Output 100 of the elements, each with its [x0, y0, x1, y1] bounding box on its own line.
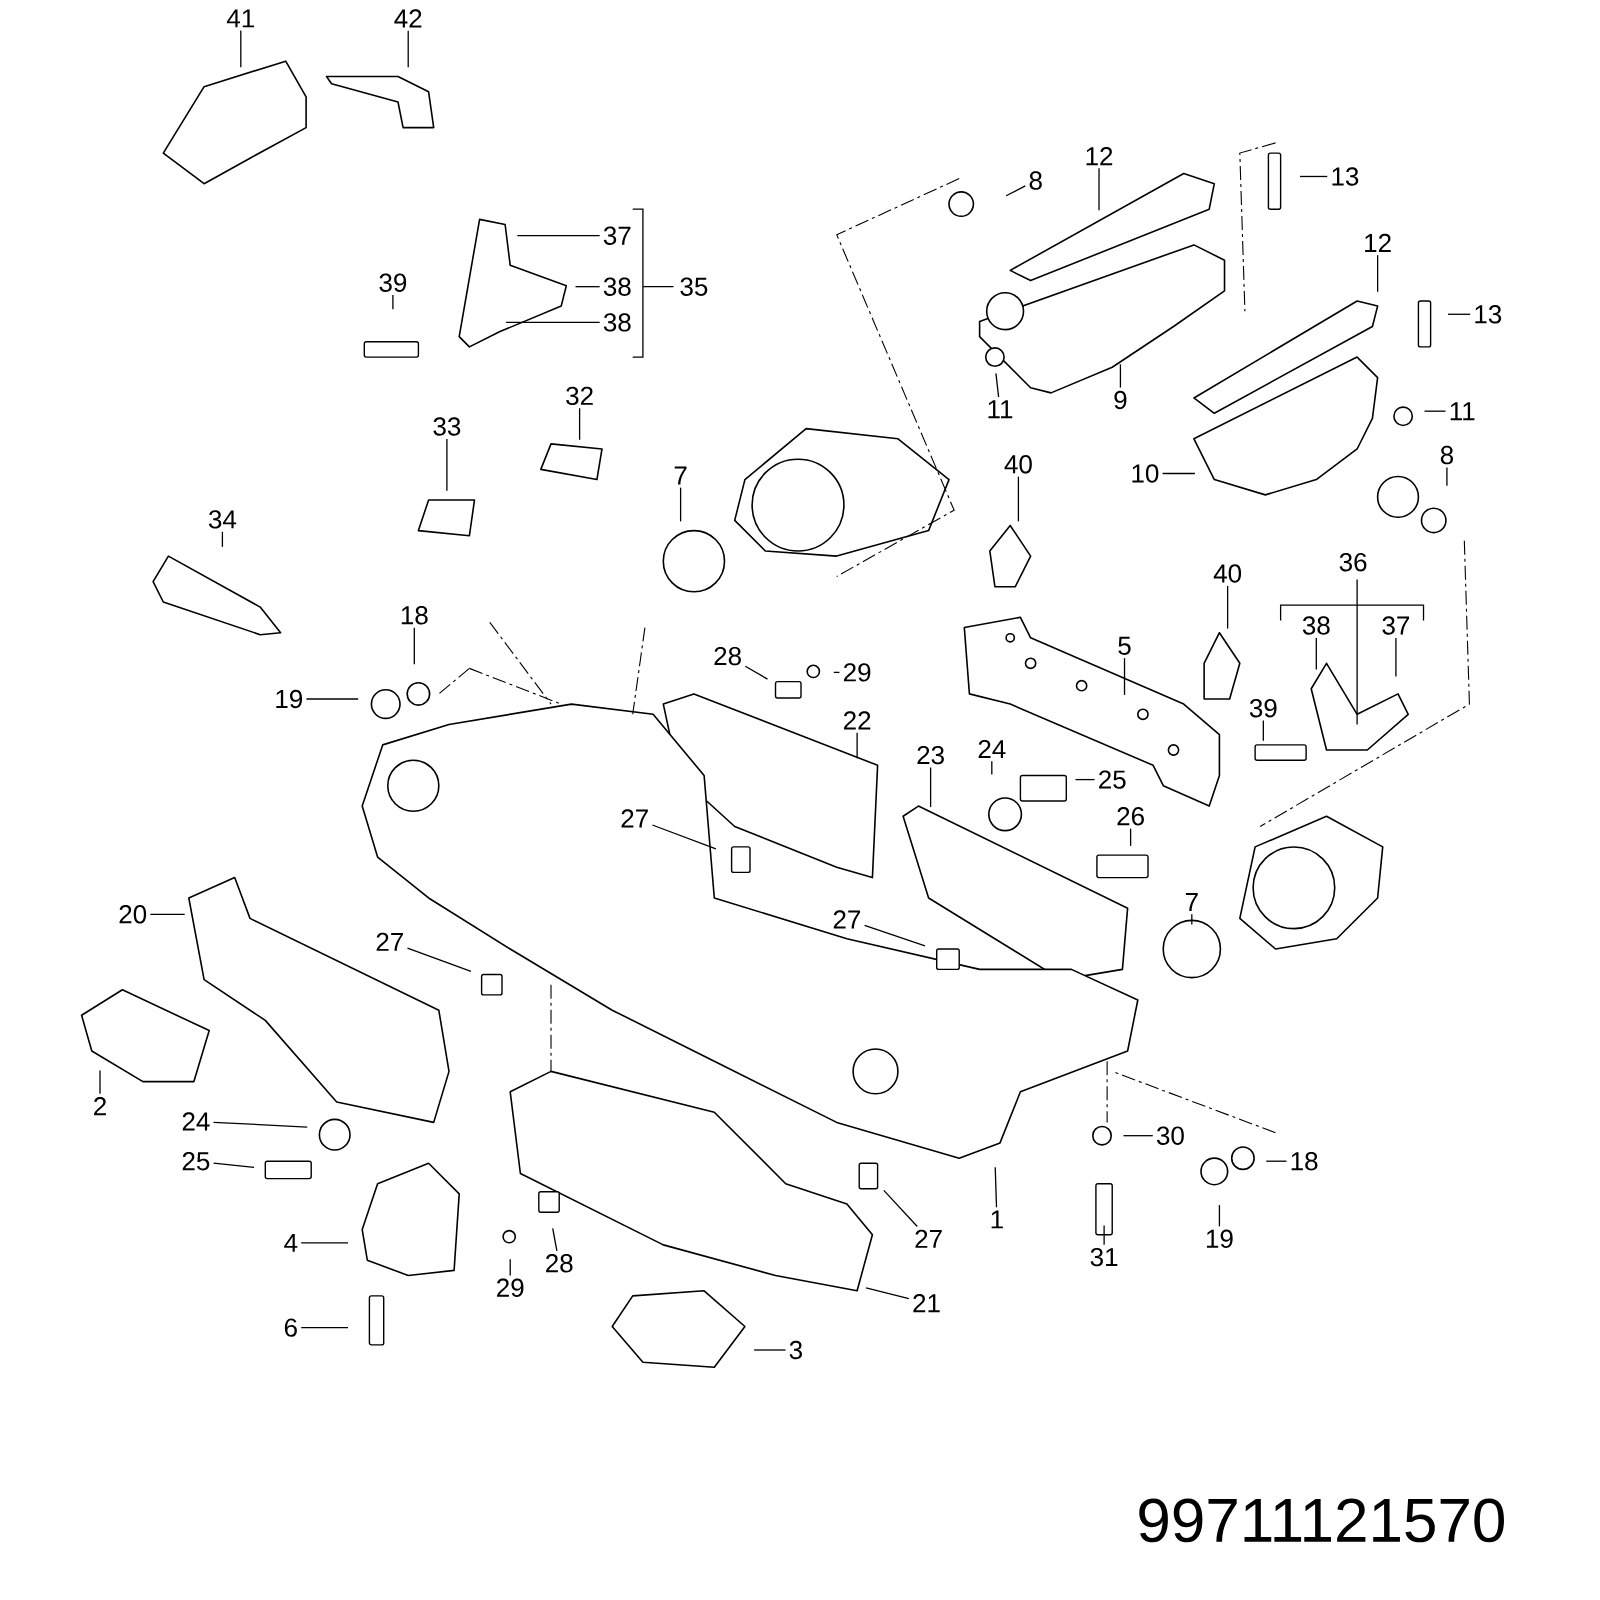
- callout-number: 32: [566, 386, 593, 406]
- leader-line: [744, 665, 769, 680]
- leader-line: [1423, 410, 1447, 412]
- leader-line: [753, 1349, 787, 1351]
- callout-number: 10: [1132, 464, 1159, 483]
- callout-number: 42: [394, 9, 422, 28]
- leader-line: [1129, 828, 1132, 847]
- callout-number: 33: [433, 417, 461, 436]
- callout-number: 36: [1339, 552, 1367, 572]
- callout-number: 3: [789, 1340, 802, 1360]
- leader-line: [407, 30, 409, 68]
- leader-line: [1191, 913, 1193, 926]
- leader-line: [1103, 1224, 1105, 1246]
- callout-number: 39: [379, 273, 407, 292]
- callout-number: 24: [182, 1112, 210, 1131]
- leader-line: [1098, 167, 1100, 211]
- callout-number: 13: [1332, 167, 1359, 186]
- leader-line: [1005, 185, 1026, 197]
- callout-number: 40: [1213, 564, 1242, 583]
- callout-number: 18: [401, 606, 428, 625]
- callout-number: 13: [1475, 305, 1502, 324]
- callout-number: 8: [1029, 171, 1042, 190]
- callout-number: 12: [1365, 233, 1391, 252]
- callout-number: 5: [1118, 636, 1131, 655]
- leader-line: [1376, 254, 1379, 293]
- callout-number: 28: [714, 646, 741, 666]
- callout-number: 7: [674, 466, 687, 485]
- callout-number: 20: [119, 905, 147, 924]
- leader-line: [578, 407, 581, 441]
- callout-number: 23: [917, 745, 944, 765]
- callout-number: 2: [94, 1097, 106, 1116]
- leader-line: [883, 1189, 918, 1228]
- leader-line: [406, 947, 472, 973]
- leader-line: [300, 1242, 349, 1244]
- leader-line: [212, 1121, 308, 1128]
- leader-line: [300, 1326, 349, 1329]
- leader-line: [552, 1227, 558, 1252]
- callout-number: 38: [1302, 616, 1330, 635]
- leader-line: [509, 1258, 511, 1277]
- callout-number: 38: [603, 277, 631, 296]
- leader-line: [863, 924, 926, 947]
- callout-number: 29: [843, 663, 871, 682]
- leader-line: [1447, 313, 1471, 315]
- callout-number: 18: [1291, 1152, 1318, 1171]
- leader-line: [1074, 778, 1096, 781]
- leader-line: [929, 766, 932, 808]
- leader-line: [1226, 585, 1229, 630]
- leader-line: [679, 487, 682, 523]
- leader-line: [1395, 637, 1397, 678]
- callout-number: 25: [182, 1152, 210, 1171]
- leader-line: [995, 372, 1000, 398]
- leader-line: [1218, 1204, 1221, 1228]
- callout-number: 6: [284, 1318, 297, 1337]
- leader-line: [1123, 657, 1126, 696]
- leader-line: [221, 531, 224, 548]
- leader-line: [833, 671, 841, 674]
- leader-line: [1299, 175, 1328, 178]
- leader-line: [1262, 719, 1264, 742]
- callout-number: 30: [1156, 1126, 1184, 1145]
- leader-line: [392, 294, 394, 310]
- callout-number: 40: [1004, 455, 1032, 474]
- callout-number: 22: [843, 711, 871, 730]
- callout-number: 9: [1114, 390, 1127, 410]
- callout-number: 27: [915, 1229, 942, 1248]
- leader-line: [413, 627, 415, 665]
- callout-number: 26: [1117, 807, 1144, 826]
- leader-line: [1017, 476, 1020, 523]
- callout-number: 4: [284, 1233, 298, 1252]
- leader-line: [1161, 472, 1196, 475]
- callout-number: 28: [546, 1254, 573, 1273]
- leader-line: [1265, 1160, 1288, 1162]
- callout-number: 41: [226, 9, 254, 28]
- callout-number: 38: [603, 313, 631, 332]
- callout-number: 27: [376, 932, 403, 951]
- callout-number: 39: [1249, 699, 1277, 718]
- callout-number: 25: [1099, 770, 1126, 789]
- callout-number: 12: [1086, 147, 1113, 166]
- leader-line: [212, 1162, 255, 1169]
- callout-number: 21: [913, 1294, 940, 1313]
- leader-line: [1119, 363, 1122, 389]
- leader-line: [1446, 466, 1448, 487]
- leader-line: [991, 760, 993, 776]
- part-number: 99711121570: [1139, 1498, 1504, 1543]
- leader-line: [305, 698, 359, 700]
- callout-number: 29: [497, 1278, 524, 1297]
- leader-line: [1315, 637, 1317, 671]
- callout-number: 11: [988, 400, 1013, 419]
- leader-line: [446, 438, 448, 492]
- callout-number: 1: [991, 1210, 1003, 1229]
- leader-line: [651, 824, 717, 850]
- leader-line: [1122, 1135, 1154, 1137]
- callout-number: 35: [680, 277, 708, 296]
- leader-line: [516, 235, 601, 237]
- leader-line: [240, 29, 242, 68]
- leader-line: [99, 1069, 101, 1095]
- callout-number: 34: [208, 510, 237, 529]
- callout-number: 7: [1185, 893, 1198, 911]
- callout-number: 24: [978, 739, 1006, 759]
- callout-number: 37: [1382, 616, 1410, 635]
- callout-number: 19: [276, 689, 303, 709]
